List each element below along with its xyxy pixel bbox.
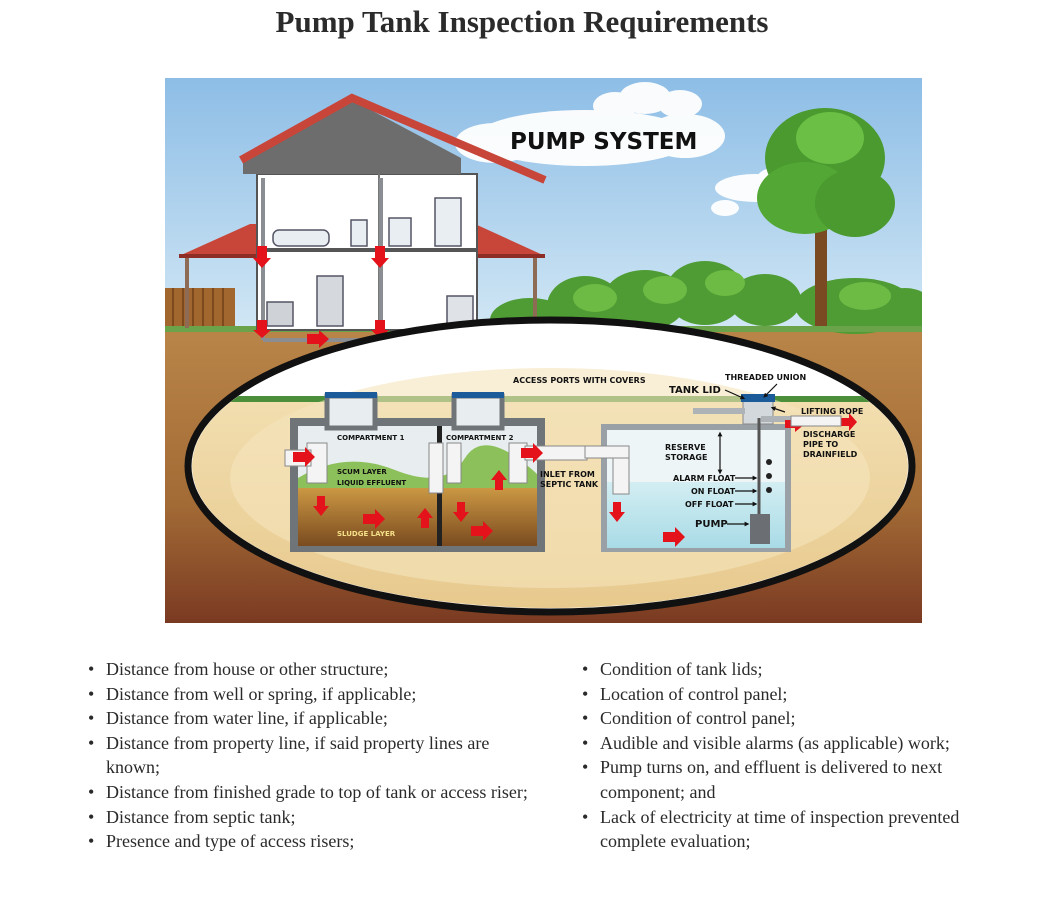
list-item: Distance from water line, if applicable; <box>88 706 536 731</box>
label-storage: STORAGE <box>665 453 707 462</box>
list-item: Distance from well or spring, if applica… <box>88 682 536 707</box>
label-lifting-rope: LIFTING ROPE <box>801 407 863 416</box>
label-compartment-2: COMPARTMENT 2 <box>446 434 514 442</box>
diagram-heading: PUMP SYSTEM <box>510 129 697 155</box>
label-on-float: ON FLOAT <box>691 487 736 496</box>
list-item: Condition of tank lids; <box>582 657 1000 682</box>
label-tank-lid: TANK LID <box>669 385 721 396</box>
septic-tank <box>284 392 588 552</box>
label-liquid-effluent: LIQUID EFFLUENT <box>337 479 406 487</box>
list-item: Location of control panel; <box>582 682 1000 707</box>
page-title: Pump Tank Inspection Requirements <box>275 4 769 39</box>
label-sludge-layer: SLUDGE LAYER <box>337 530 396 538</box>
list-item: Distance from house or other structure; <box>88 657 536 682</box>
label-alarm-float: ALARM FLOAT <box>673 474 736 483</box>
list-item: Audible and visible alarms (as applicabl… <box>582 731 1000 756</box>
pump-system-diagram: PUMP SYSTEM <box>165 78 922 623</box>
requirements-list-left: Distance from house or other structure; … <box>88 657 536 854</box>
label-discharge: DISCHARGE <box>803 430 855 439</box>
label-access-ports: ACCESS PORTS WITH COVERS <box>513 376 646 385</box>
label-pipe-to: PIPE TO <box>803 440 838 449</box>
label-pump: PUMP <box>695 519 728 530</box>
list-item: Distance from septic tank; <box>88 805 536 830</box>
list-item: Distance from property line, if said pro… <box>88 731 536 780</box>
label-inlet-from: INLET FROM <box>540 470 595 479</box>
label-off-float: OFF FLOAT <box>685 500 734 509</box>
list-item: Condition of control panel; <box>582 706 1000 731</box>
label-threaded-union: THREADED UNION <box>725 373 806 382</box>
fence <box>165 288 235 330</box>
list-item: Lack of electricity at time of inspectio… <box>582 805 1000 854</box>
label-drainfield: DRAINFIELD <box>803 450 858 459</box>
tree <box>757 108 895 328</box>
list-item: Presence and type of access risers; <box>88 829 536 854</box>
requirements-list-right: Condition of tank lids; Location of cont… <box>582 657 1000 854</box>
label-reserve: RESERVE <box>665 443 706 452</box>
list-item: Pump turns on, and effluent is delivered… <box>582 755 1000 804</box>
label-compartment-1: COMPARTMENT 1 <box>337 434 405 442</box>
list-item: Distance from finished grade to top of t… <box>88 780 536 805</box>
label-scum-layer: SCUM LAYER <box>337 468 387 476</box>
label-septic-tank: SEPTIC TANK <box>540 480 599 489</box>
